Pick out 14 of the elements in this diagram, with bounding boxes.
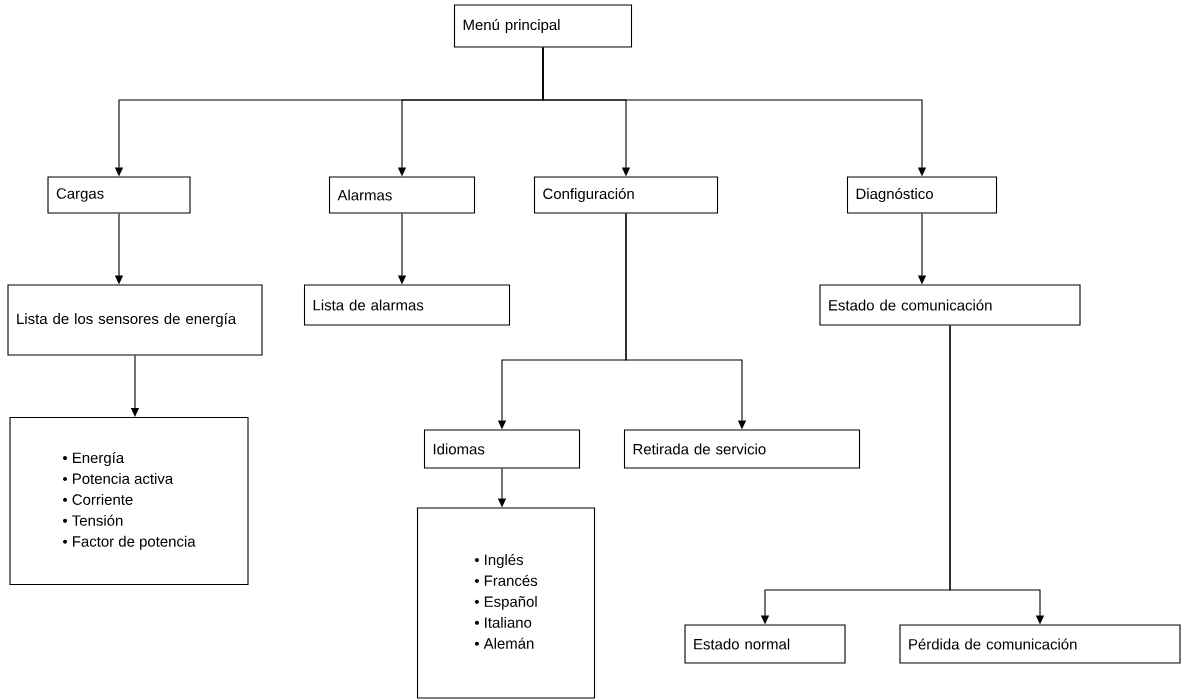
menu-box: Menú principal	[453, 4, 633, 48]
bullet-list-box: • Energía • Potencia activa • Corriente • Tensión • Factor de potencia	[9, 416, 249, 586]
menu-box: Idiomas	[423, 429, 581, 469]
menu-box: Cargas	[47, 176, 191, 214]
menu-box: Pérdida de comunicación	[899, 624, 1181, 664]
menu-box: Retirada de servicio	[623, 429, 861, 469]
menu-box: Diagnóstico	[846, 176, 998, 214]
menu-box: Estado de comunicación	[819, 284, 1081, 326]
menu-box: Alarmas	[328, 176, 476, 214]
menu-box: Configuración	[533, 176, 719, 214]
menu-box: Lista de los sensores de energía	[7, 284, 263, 356]
bullet-list-box: • Inglés • Francés • Español • Italiano • Alemán	[416, 507, 596, 699]
menu-box: Lista de alarmas	[303, 284, 511, 326]
menu-box: Estado normal	[684, 624, 846, 664]
